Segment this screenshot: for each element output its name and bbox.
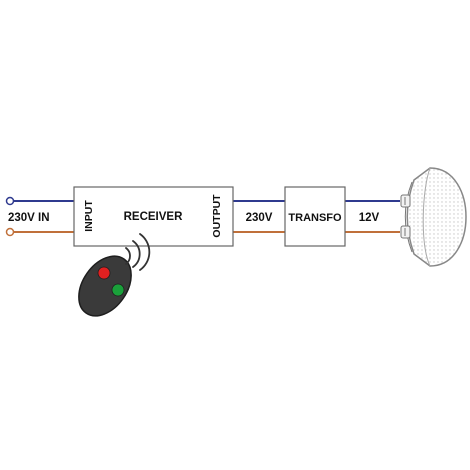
transformer-label: TRANSFO: [288, 212, 342, 224]
remote-body: [78, 255, 132, 317]
input-terminal-live: [5, 196, 15, 206]
output-voltage-label: 12V: [359, 212, 380, 224]
lamp-icon: [400, 167, 467, 267]
input-voltage-label: 230V IN: [8, 212, 50, 224]
transformer-box: [284, 186, 346, 247]
receiver-input-label: INPUT: [83, 200, 95, 232]
remote-green-button: [111, 283, 125, 297]
receiver-output-label: OUTPUT: [211, 194, 223, 238]
signal-waves-icon: [125, 233, 151, 271]
receiver-label: RECEIVER: [124, 211, 183, 223]
receiver-box: [73, 186, 234, 247]
remote-control-icon: [78, 255, 132, 317]
input-terminal-neutral: [5, 227, 15, 237]
mid-voltage-label: 230V: [246, 212, 273, 224]
remote-red-button: [97, 266, 111, 280]
